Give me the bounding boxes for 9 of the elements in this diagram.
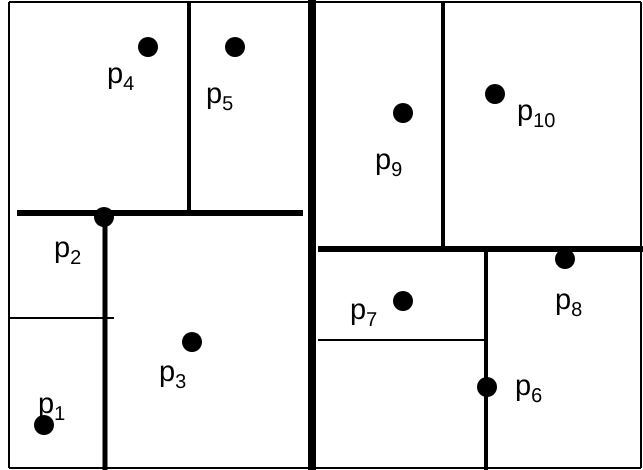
point-label: p$_{2}$	[54, 234, 82, 263]
point-label: p$_{8}$	[555, 286, 582, 315]
point-label: p$_{10}$	[517, 97, 556, 126]
point-label: p$_{7}$	[350, 296, 378, 325]
point-label: p$_{9}$	[375, 146, 402, 175]
point-label: p$_{5}$	[206, 80, 234, 109]
point-label: p$_{3}$	[159, 358, 186, 387]
point-label: p$_{6}$	[515, 372, 542, 401]
point-label: p$_{4}$	[107, 60, 134, 89]
